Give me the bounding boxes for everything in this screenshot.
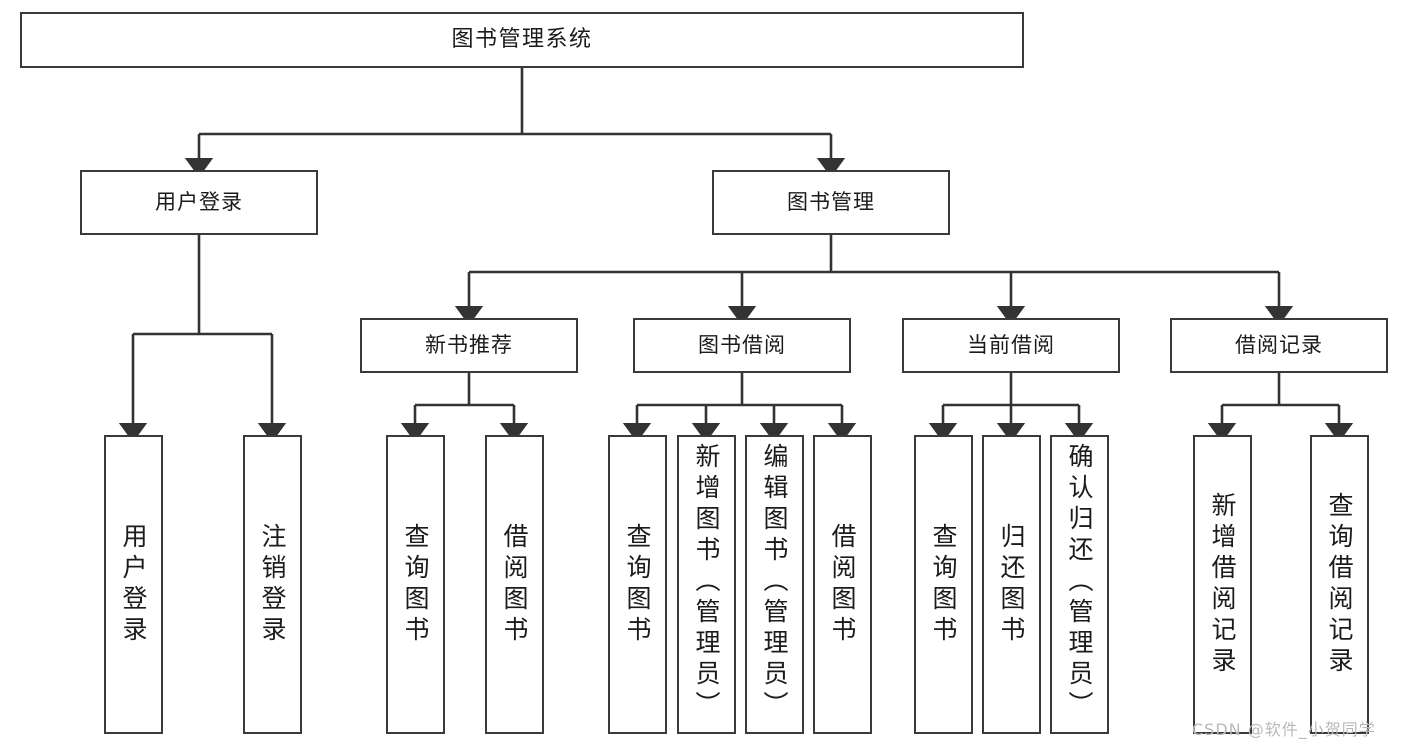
- node-root[interactable]: 图书管理系统: [20, 12, 1024, 68]
- leaf-node[interactable]: 用户登录: [104, 435, 163, 734]
- node-root-label: 图书管理系统: [451, 27, 593, 53]
- leaf-node-label: 查询图书: [929, 522, 958, 647]
- leaf-node[interactable]: 查询图书: [386, 435, 445, 734]
- node-book-management-label: 图书管理: [787, 190, 875, 215]
- leaf-node[interactable]: 编辑图书（管理员）: [745, 435, 804, 734]
- node-new-book-recommend-label: 新书推荐: [425, 333, 513, 358]
- leaf-node-label: 确认归还（管理员）: [1065, 443, 1094, 722]
- node-book-borrow-label: 图书借阅: [698, 333, 786, 358]
- leaf-node[interactable]: 借阅图书: [813, 435, 872, 734]
- leaf-node[interactable]: 查询借阅记录: [1310, 435, 1369, 734]
- leaf-node[interactable]: 查询图书: [608, 435, 667, 734]
- leaf-node-label: 编辑图书（管理员）: [760, 443, 789, 722]
- leaf-node-label: 新增图书（管理员）: [692, 443, 721, 722]
- csdn-watermark: CSDN @软件_小贺同学: [1192, 720, 1376, 739]
- leaf-node-label: 借阅图书: [500, 522, 529, 647]
- leaf-node-label: 归还图书: [997, 522, 1026, 647]
- leaf-node[interactable]: 查询图书: [914, 435, 973, 734]
- leaf-node-label: 查询借阅记录: [1325, 491, 1354, 678]
- node-current-borrow[interactable]: 当前借阅: [902, 318, 1120, 373]
- leaf-node[interactable]: 新增图书（管理员）: [677, 435, 736, 734]
- node-current-borrow-label: 当前借阅: [967, 333, 1055, 358]
- node-user-login[interactable]: 用户登录: [80, 170, 318, 235]
- leaf-node[interactable]: 借阅图书: [485, 435, 544, 734]
- node-borrow-record[interactable]: 借阅记录: [1170, 318, 1388, 373]
- leaf-node[interactable]: 确认归还（管理员）: [1050, 435, 1109, 734]
- node-book-management[interactable]: 图书管理: [712, 170, 950, 235]
- node-borrow-record-label: 借阅记录: [1235, 333, 1323, 358]
- leaf-node-label: 借阅图书: [828, 522, 857, 647]
- leaf-node[interactable]: 新增借阅记录: [1193, 435, 1252, 734]
- node-new-book-recommend[interactable]: 新书推荐: [360, 318, 578, 373]
- node-user-login-label: 用户登录: [155, 190, 243, 215]
- leaf-node[interactable]: 归还图书: [982, 435, 1041, 734]
- leaf-node-label: 查询图书: [401, 522, 430, 647]
- node-book-borrow[interactable]: 图书借阅: [633, 318, 851, 373]
- leaf-node[interactable]: 注销登录: [243, 435, 302, 734]
- leaf-node-label: 新增借阅记录: [1208, 491, 1237, 678]
- leaf-node-label: 注销登录: [258, 522, 287, 647]
- leaf-node-label: 查询图书: [623, 522, 652, 647]
- leaf-node-label: 用户登录: [119, 522, 148, 647]
